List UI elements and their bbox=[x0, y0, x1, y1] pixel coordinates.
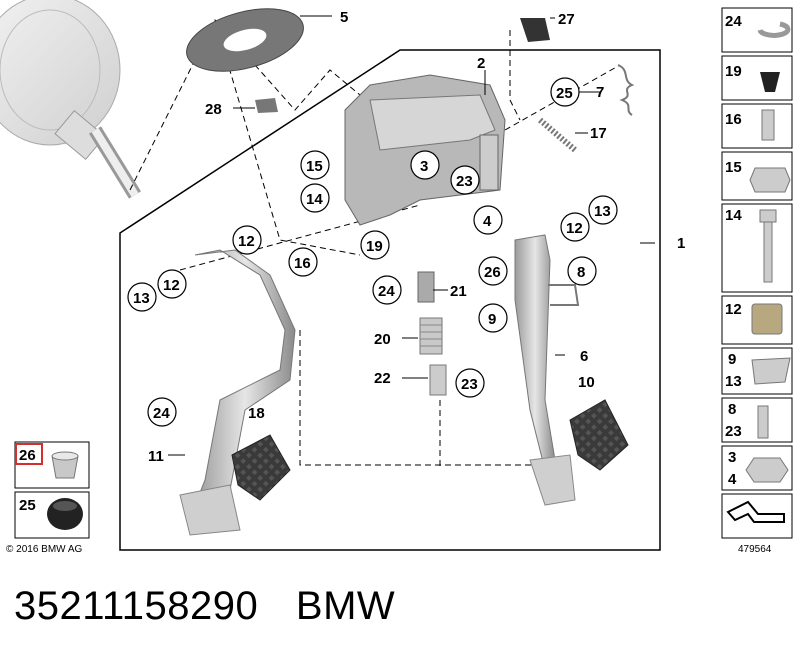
callout-20: 20 bbox=[374, 331, 391, 348]
copyright: © 2016 BMW AG bbox=[6, 544, 83, 555]
callout-12b: 12 bbox=[238, 233, 255, 250]
callout-12c: 12 bbox=[163, 277, 180, 294]
sidebar-label-14: 14 bbox=[725, 207, 742, 224]
gasket bbox=[186, 8, 304, 72]
callout-22: 22 bbox=[374, 370, 391, 387]
callout-6: 6 bbox=[580, 348, 588, 365]
sidebar-label-15: 15 bbox=[725, 159, 742, 176]
sidebar-label-19: 19 bbox=[725, 63, 742, 80]
callout-18: 18 bbox=[248, 405, 265, 422]
legend-label-26: 26 bbox=[19, 447, 36, 464]
callout-4: 4 bbox=[483, 213, 492, 230]
callout-14: 14 bbox=[306, 191, 323, 208]
callout-1: 1 bbox=[677, 235, 685, 252]
callout-24a: 24 bbox=[378, 283, 395, 300]
legend-label-25: 25 bbox=[19, 497, 36, 514]
sidebar-label-9: 9 bbox=[728, 351, 736, 368]
callout-5: 5 bbox=[340, 9, 348, 26]
sidebar-label-4: 4 bbox=[728, 471, 737, 488]
callout-28: 28 bbox=[205, 101, 222, 118]
callout-12a: 12 bbox=[566, 220, 583, 237]
callout-13a: 13 bbox=[594, 203, 611, 220]
callout-3: 3 bbox=[420, 158, 428, 175]
callout-16: 16 bbox=[294, 255, 311, 272]
part-caption: 35211158290 BMW bbox=[14, 584, 395, 629]
callout-27: 27 bbox=[558, 11, 575, 28]
assembly-outline bbox=[119, 49, 661, 551]
callout-24b: 24 bbox=[153, 405, 170, 422]
callout-15: 15 bbox=[306, 158, 323, 175]
sidebar-label-12: 12 bbox=[725, 301, 742, 318]
pedal-bracket bbox=[344, 74, 506, 226]
sidebar-label-8: 8 bbox=[728, 401, 736, 418]
callout-10: 10 bbox=[578, 374, 595, 391]
callout-7: 7 bbox=[596, 84, 604, 101]
callout-21: 21 bbox=[450, 283, 467, 300]
circled-callouts bbox=[127, 77, 618, 427]
sidebar-label-16: 16 bbox=[725, 111, 742, 128]
callout-8: 8 bbox=[577, 264, 585, 281]
callout-17: 17 bbox=[590, 125, 607, 142]
callout-11: 11 bbox=[148, 448, 164, 465]
part-number: 35211158290 bbox=[14, 584, 259, 628]
sidebar-label-3: 3 bbox=[728, 449, 736, 466]
callout-23b: 23 bbox=[461, 376, 478, 393]
brand-name: BMW bbox=[295, 584, 396, 628]
highlight-box bbox=[15, 443, 43, 465]
image-number: 479564 bbox=[738, 544, 772, 555]
left-legend-icons bbox=[47, 451, 83, 530]
right-legend-icons bbox=[726, 21, 791, 523]
leader-lines bbox=[168, 15, 655, 456]
callout-19: 19 bbox=[366, 238, 383, 255]
parts-diagram: 5 27 2 7 28 17 1 21 20 6 22 10 18 11 25 … bbox=[0, 0, 793, 555]
callout-25: 25 bbox=[556, 85, 573, 102]
callout-13b: 13 bbox=[133, 290, 150, 307]
right-part-legend bbox=[721, 7, 793, 539]
stopper-column bbox=[417, 271, 447, 396]
callout-23a: 23 bbox=[456, 173, 473, 190]
brake-booster bbox=[0, 0, 141, 199]
callout-9: 9 bbox=[488, 311, 496, 328]
clutch-pedal bbox=[179, 249, 296, 536]
sidebar-label-24: 24 bbox=[725, 13, 742, 30]
sidebar-label-13: 13 bbox=[725, 373, 742, 390]
brake-pedal bbox=[514, 234, 629, 506]
callout-26: 26 bbox=[484, 264, 501, 281]
callout-2: 2 bbox=[477, 55, 485, 72]
dashed-leaders bbox=[129, 19, 621, 470]
sidebar-label-23: 23 bbox=[725, 423, 742, 440]
pad-28 bbox=[255, 98, 278, 113]
clip-27 bbox=[520, 18, 550, 42]
